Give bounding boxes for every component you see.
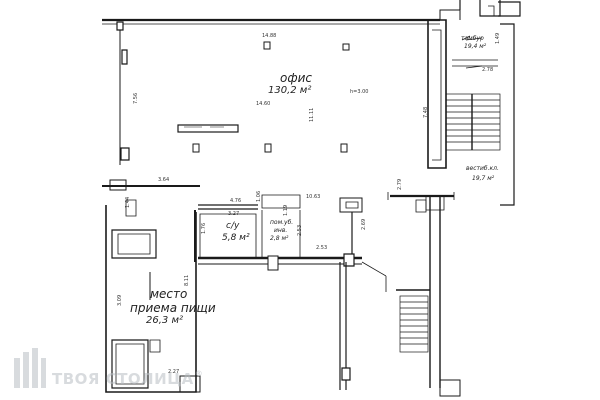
utility-label: пом.уб. bbox=[270, 219, 294, 226]
stair-lower bbox=[399, 295, 429, 353]
eating-room-wall bbox=[105, 205, 197, 393]
dim-269: 2.69 bbox=[361, 218, 367, 230]
bathroom-area: 5,8 м² bbox=[222, 233, 250, 243]
dim-309: 3.09 bbox=[117, 294, 123, 306]
dim-1063: 10.63 bbox=[306, 194, 321, 200]
eating-label-2: приема пищи bbox=[130, 301, 216, 315]
stair-upper bbox=[445, 93, 501, 151]
watermark: ТВОЯ СТОЛИЦА ® bbox=[14, 348, 203, 388]
bathroom-label: с/у bbox=[226, 221, 240, 231]
dim-227: 2.27 bbox=[168, 369, 180, 375]
dim-office-mid: 11.11 bbox=[309, 107, 315, 122]
vestibule-top-label: тамбур bbox=[461, 35, 484, 42]
dim-811: 8.11 bbox=[184, 274, 190, 286]
dim-office-width: 14.88 bbox=[262, 33, 277, 39]
watermark-text: ТВОЯ СТОЛИЦА bbox=[52, 370, 194, 388]
utility-label-2: инв. bbox=[274, 227, 288, 234]
dim-144: 1.44 bbox=[125, 196, 131, 208]
eating-label: место bbox=[150, 287, 188, 301]
dim-left-wall: 3.64 bbox=[158, 177, 170, 183]
dim-stair-top-w: 2.78 bbox=[482, 67, 494, 73]
dim-279: 2.79 bbox=[397, 178, 403, 190]
dim-176: 1.76 bbox=[201, 222, 207, 234]
vestibule-top-area: 19,4 м² bbox=[464, 43, 487, 50]
lobby-area: 19,7 м² bbox=[472, 175, 495, 182]
stair-core-wall bbox=[427, 19, 447, 169]
dim-stair-top: 1.49 bbox=[495, 32, 501, 44]
utility-area: 2,8 м² bbox=[270, 235, 289, 242]
office-label: офис bbox=[280, 71, 312, 85]
dim-office-inner: 14.60 bbox=[256, 101, 271, 107]
dim-327: 3.27 bbox=[228, 211, 240, 217]
dim-106: 1.06 bbox=[256, 190, 262, 202]
watermark-logo-icon bbox=[14, 348, 46, 388]
dim-office-right: 7.48 bbox=[423, 106, 429, 118]
lobby-label: вестиб.кл. bbox=[466, 165, 499, 172]
eating-area: 26,3 м² bbox=[146, 315, 183, 326]
dim-253b: 2.53 bbox=[316, 245, 328, 251]
dim-476: 4.76 bbox=[230, 198, 242, 204]
office-height: h=3.00 bbox=[350, 89, 369, 95]
dim-253a: 2.53 bbox=[297, 224, 303, 236]
column-post bbox=[263, 41, 271, 50]
watermark-reg: ® bbox=[194, 368, 204, 378]
dim-119: 1.19 bbox=[283, 204, 289, 216]
dim-office-left: 7.56 bbox=[133, 92, 139, 104]
office-area: 130,2 м² bbox=[268, 85, 312, 96]
